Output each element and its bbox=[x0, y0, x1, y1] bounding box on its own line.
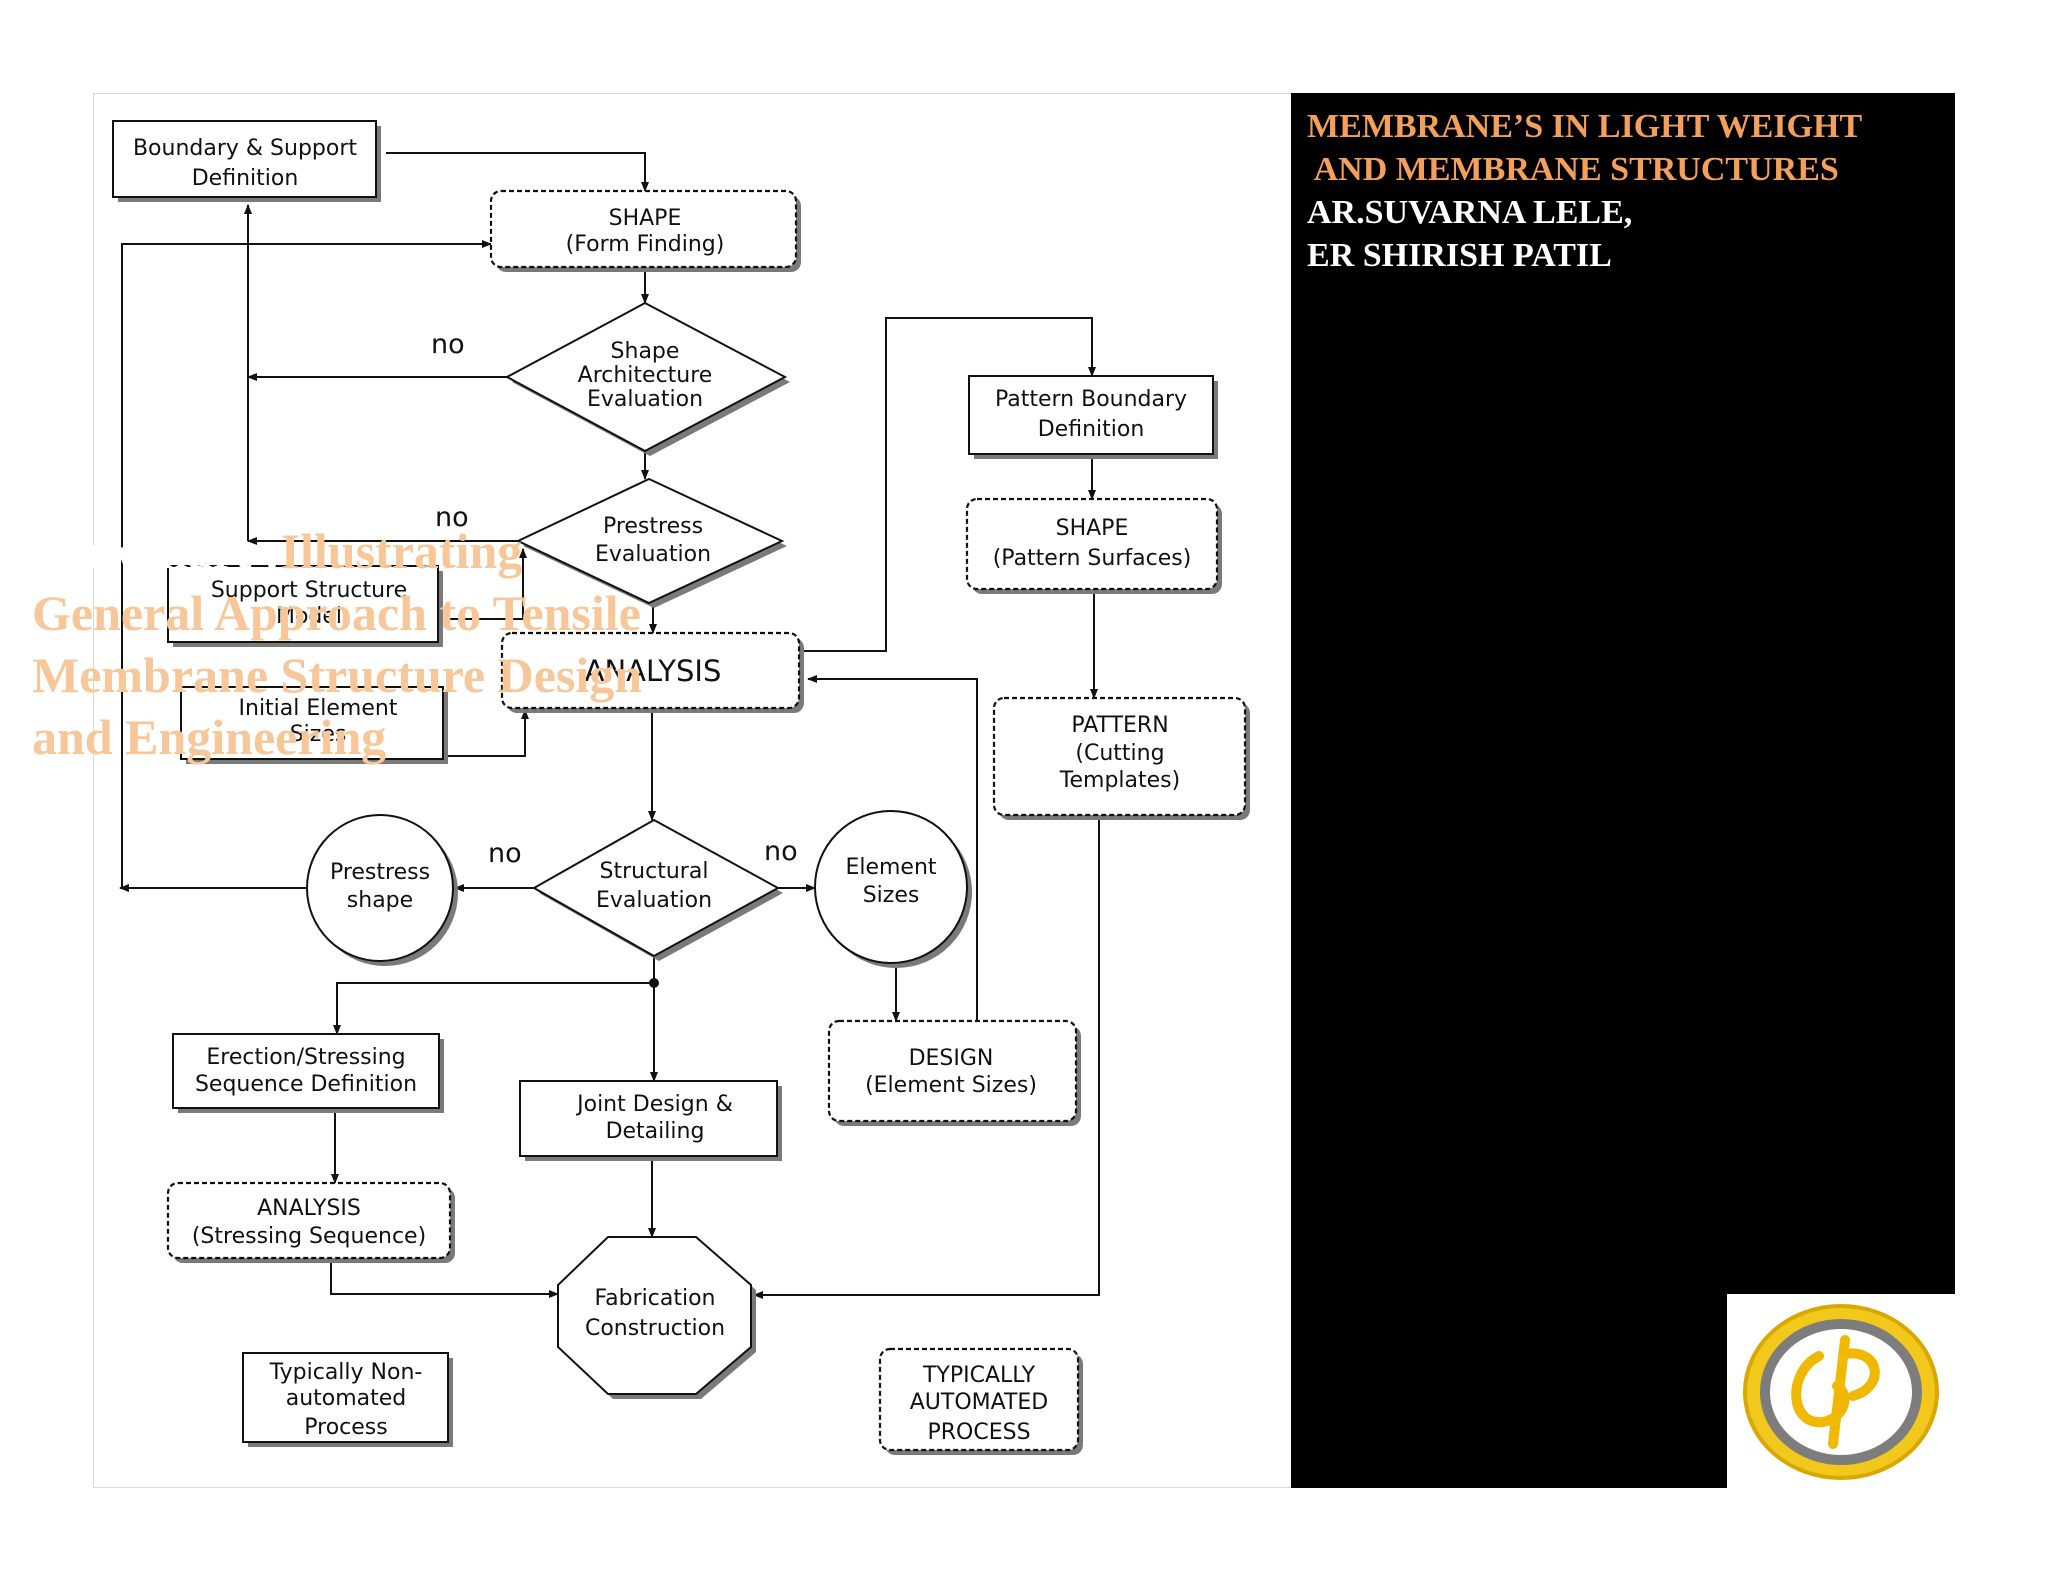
node-shape-pattern-surfaces: SHAPE (Pattern Surfaces) bbox=[965, 497, 1222, 594]
node-text: Erection/Stressing bbox=[206, 1045, 405, 1070]
no-label: no bbox=[764, 836, 798, 867]
cp-logo-icon bbox=[1743, 1304, 1939, 1480]
node-text: Prestress bbox=[603, 514, 703, 539]
node-text: Evaluation bbox=[587, 387, 703, 412]
node-text: Initial Element bbox=[239, 696, 398, 721]
node-text: shape bbox=[347, 888, 413, 913]
node-text: Joint Design & bbox=[575, 1092, 733, 1117]
node-text: PATTERN bbox=[1071, 713, 1168, 738]
node-text: Sizes bbox=[290, 722, 347, 747]
node-text: Architecture bbox=[578, 363, 713, 388]
node-text: (Cutting bbox=[1075, 741, 1164, 766]
node-pattern-boundary: Pattern Boundary Definition bbox=[968, 375, 1218, 459]
node-text: automated bbox=[286, 1386, 407, 1411]
node-text: SHAPE bbox=[1056, 516, 1129, 541]
author-2: ER SHIRISH PATIL bbox=[1307, 237, 1612, 274]
node-text: Support Structure bbox=[211, 578, 407, 603]
node-prestress-evaluation: Prestress Evaluation bbox=[515, 477, 787, 608]
node-analysis-stressing: ANALYSIS (Stressing Sequence) bbox=[166, 1181, 455, 1263]
node-text: Structural bbox=[600, 859, 709, 884]
title-line-4: and Engineering bbox=[32, 709, 387, 765]
node-design-element-sizes: DESIGN (Element Sizes) bbox=[827, 1019, 1081, 1126]
node-initial-element-sizes: Initial Element Sizes bbox=[180, 686, 448, 764]
title-line-2: General Approach to Tensile bbox=[32, 585, 641, 641]
no-label: no bbox=[488, 838, 522, 869]
title-line-3: Membrane Structure Design bbox=[32, 647, 643, 703]
connectors bbox=[119, 152, 1100, 1299]
node-text: PROCESS bbox=[927, 1420, 1030, 1445]
node-text: Evaluation bbox=[596, 888, 712, 913]
node-text: Construction bbox=[585, 1316, 725, 1341]
title-panel: MEMBRANE’S IN LIGHT WEIGHT AND MEMBRANE … bbox=[1291, 93, 1955, 1488]
node-text: (Form Finding) bbox=[566, 232, 725, 257]
title-line-1: Illustrating bbox=[280, 523, 523, 579]
node-text: DESIGN bbox=[909, 1046, 994, 1071]
node-joint-design: Joint Design & Detailing bbox=[519, 1080, 782, 1161]
node-text: Sizes bbox=[863, 883, 920, 908]
title-prefix: Flowchart : bbox=[32, 523, 281, 579]
node-text: Detailing bbox=[606, 1119, 705, 1144]
header-line-2: AND MEMBRANE STRUCTURES bbox=[1307, 151, 1839, 188]
node-text: Sequence Definition bbox=[195, 1072, 417, 1097]
node-shape-architecture-evaluation: Shape Architecture Evaluation bbox=[504, 301, 790, 456]
node-text: Evaluation bbox=[595, 542, 711, 567]
header-line-1: MEMBRANE’S IN LIGHT WEIGHT bbox=[1307, 108, 1863, 145]
node-text: Pattern Boundary bbox=[995, 387, 1187, 412]
node-text: Model bbox=[276, 604, 342, 629]
node-shape-form-finding: SHAPE (Form Finding) bbox=[489, 189, 801, 272]
node-analysis: ANALYSIS bbox=[500, 631, 804, 713]
slide-title: Flowchart :Illustrating General Approach… bbox=[32, 520, 692, 768]
node-boundary-support: Boundary & Support Definition bbox=[112, 120, 381, 202]
node-text: (Pattern Surfaces) bbox=[993, 546, 1192, 571]
flowchart-diagram: Boundary & Support Definition SHAPE (For… bbox=[112, 120, 1250, 1455]
no-label: no bbox=[431, 329, 465, 360]
node-fabrication-construction: Fabrication Construction bbox=[557, 1236, 756, 1399]
node-text: Prestress bbox=[330, 860, 430, 885]
logo bbox=[1727, 1294, 1955, 1488]
legend-non-automated: Typically Non- automated Process bbox=[242, 1352, 453, 1447]
node-text: (Stressing Sequence) bbox=[192, 1224, 426, 1249]
node-text: Process bbox=[304, 1415, 387, 1440]
node-text: Templates) bbox=[1059, 768, 1180, 793]
node-text: Shape bbox=[611, 339, 680, 364]
node-text: ANALYSIS bbox=[257, 1196, 361, 1221]
node-text: Definition bbox=[192, 166, 299, 191]
node-text: Boundary & Support bbox=[133, 136, 357, 161]
node-prestress-shape: Prestress shape bbox=[306, 814, 458, 966]
node-text: (Element Sizes) bbox=[865, 1073, 1037, 1098]
node-structural-evaluation: Structural Evaluation bbox=[531, 818, 783, 961]
node-text: Fabrication bbox=[595, 1286, 716, 1311]
no-label: no bbox=[435, 502, 469, 533]
legend-automated: TYPICALLY AUTOMATED PROCESS bbox=[878, 1347, 1083, 1455]
node-text: Definition bbox=[1038, 417, 1145, 442]
node-text: TYPICALLY bbox=[922, 1363, 1036, 1388]
node-text: AUTOMATED bbox=[910, 1390, 1049, 1415]
node-text: Element bbox=[845, 855, 936, 880]
node-text: Typically Non- bbox=[269, 1360, 423, 1385]
node-support-structure-model: Support Structure Model bbox=[167, 565, 443, 647]
node-text: SHAPE bbox=[609, 206, 682, 231]
author-1: AR.SUVARNA LELE, bbox=[1307, 194, 1633, 231]
node-text: ANALYSIS bbox=[585, 654, 722, 688]
node-pattern-cutting-templates: PATTERN (Cutting Templates) bbox=[992, 696, 1250, 820]
node-erection-stressing: Erection/Stressing Sequence Definition bbox=[172, 1033, 444, 1113]
node-element-sizes: Element Sizes bbox=[814, 810, 972, 968]
